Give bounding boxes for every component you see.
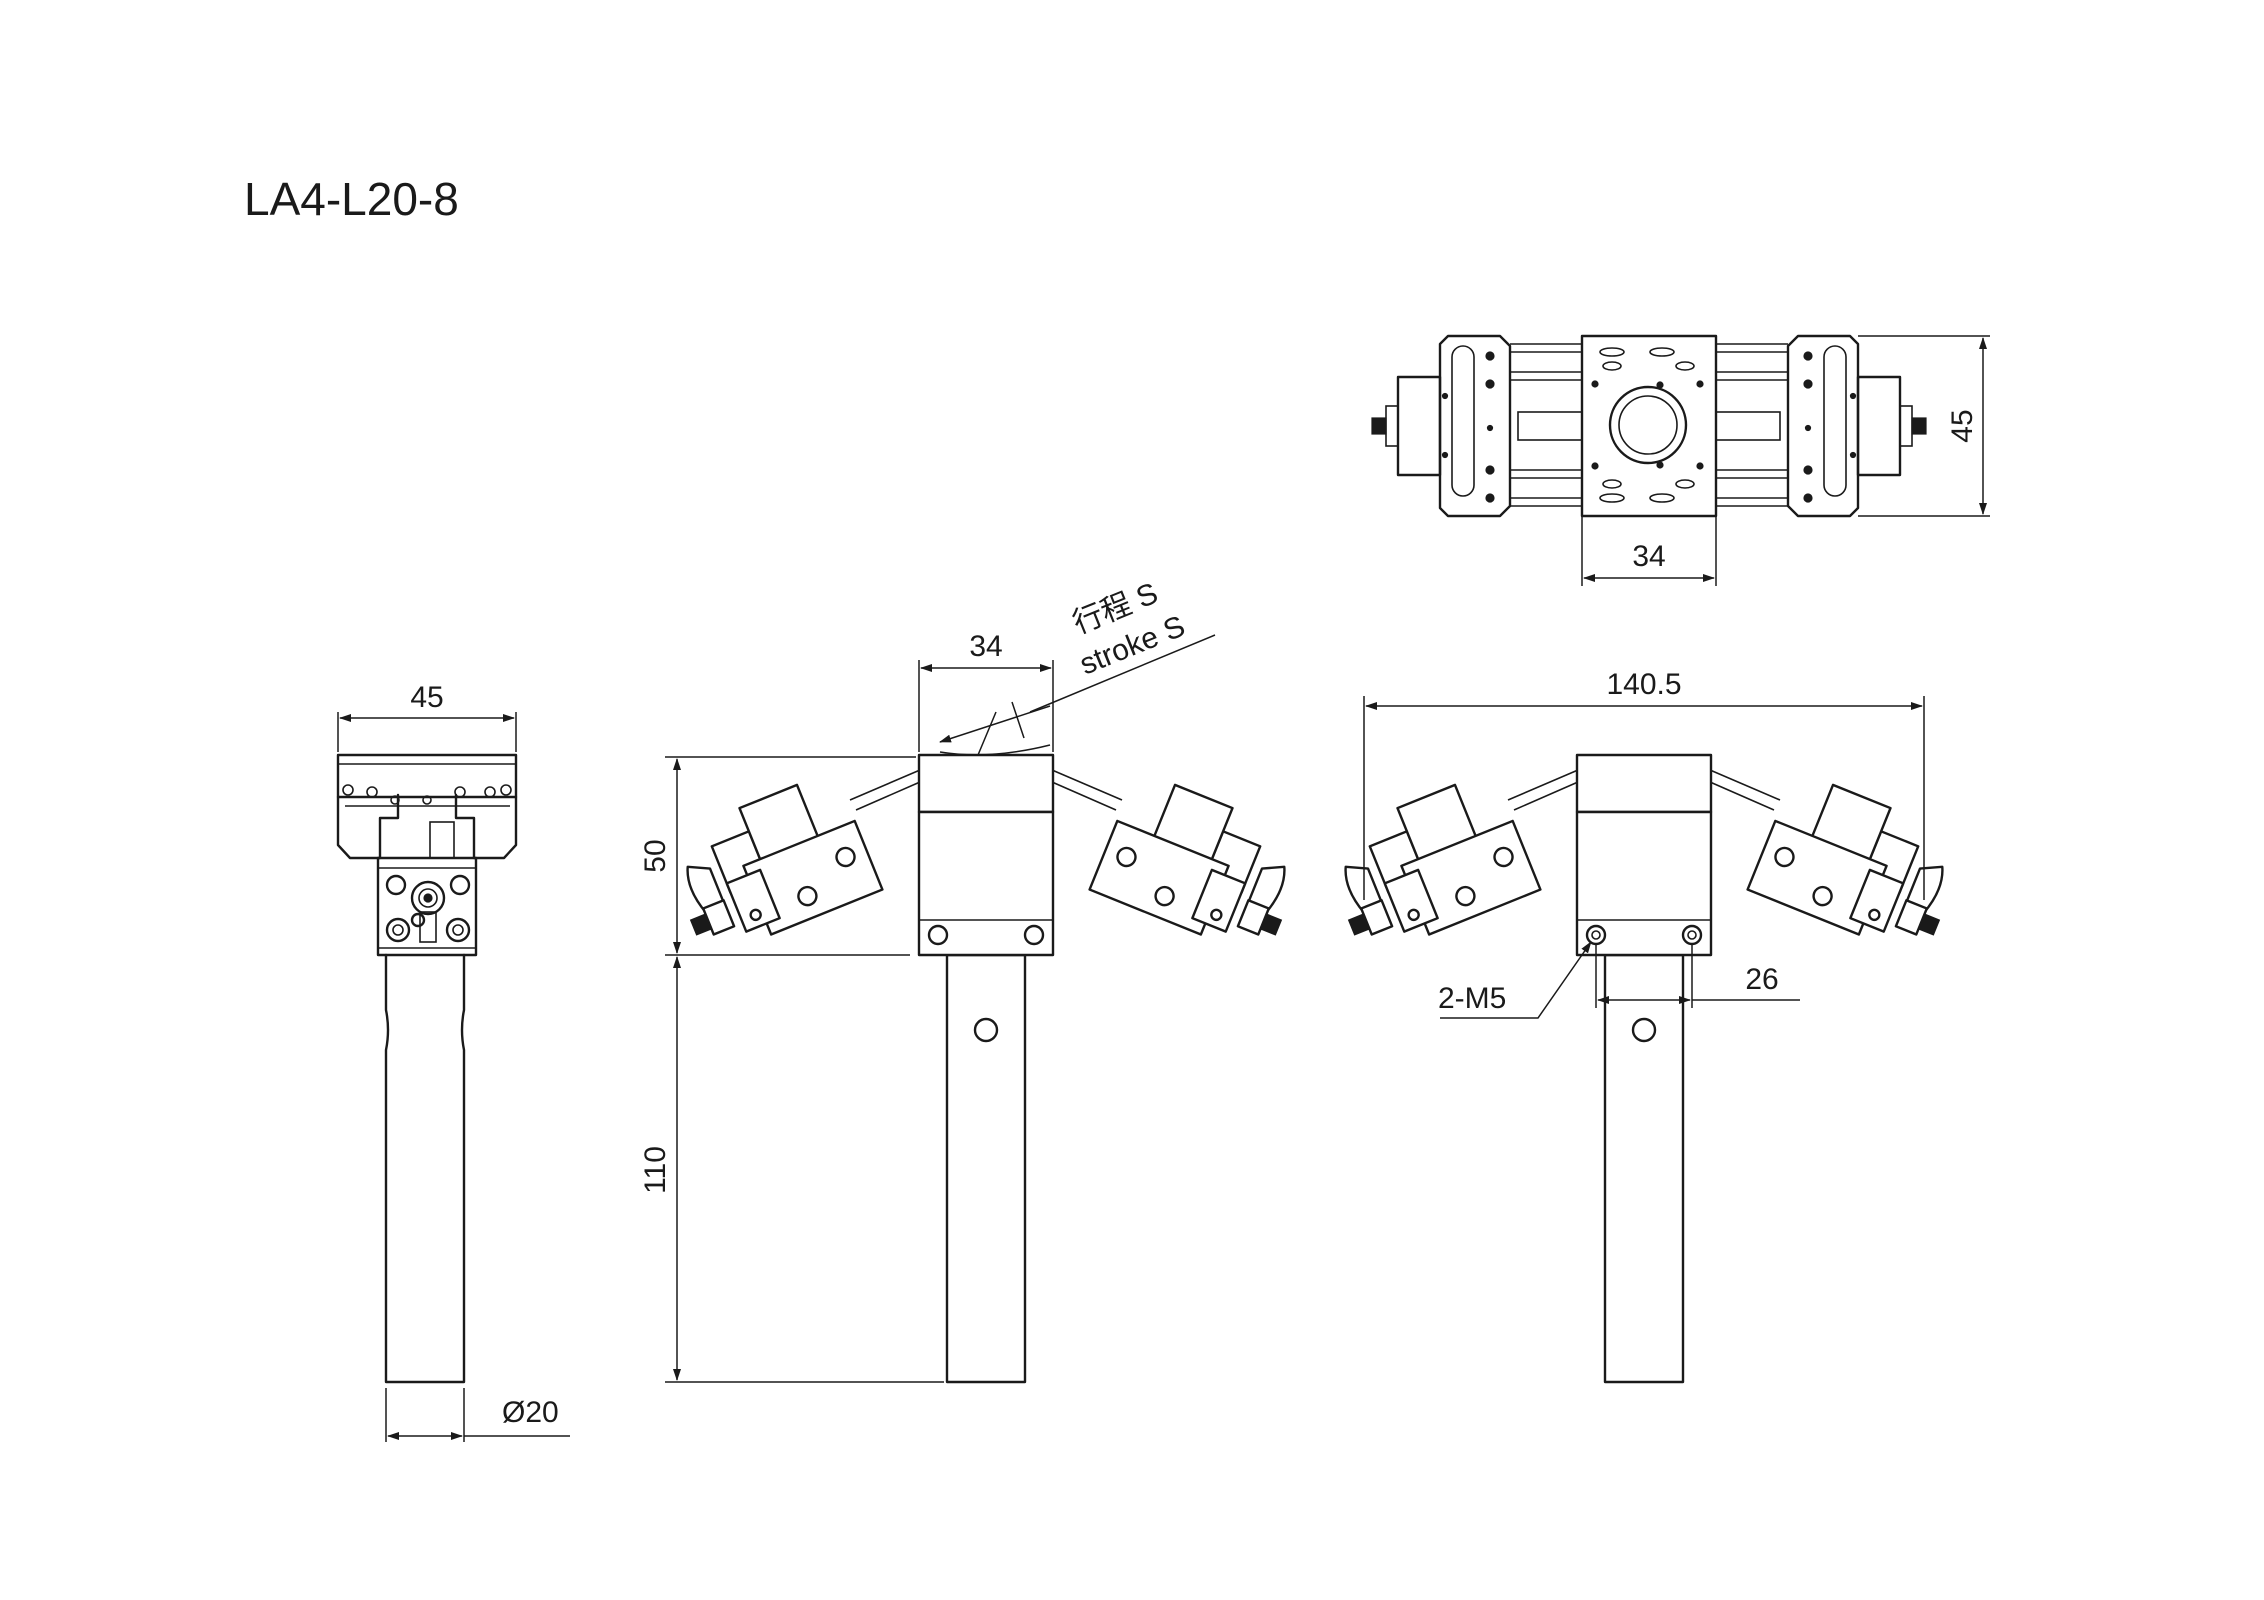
top-view-height-label: 45 [1946, 409, 1979, 442]
drawing-title: LA4-L20-8 [244, 173, 459, 225]
front-view-column-label: 110 [639, 1146, 672, 1194]
top-view: 45 34 [1371, 334, 1990, 586]
thread-label: 2-M5 [1438, 982, 1506, 1015]
front-view-width-label: 34 [969, 630, 1002, 663]
front-view: 34 行程 S stroke S 50 110 [639, 577, 1286, 1384]
overall-width-label: 140.5 [1606, 668, 1681, 701]
front-view-right: 140.5 2-M5 26 [1344, 668, 1944, 1384]
side-view-diameter-label: Ø20 [502, 1396, 559, 1429]
top-view-width-label: 34 [1632, 540, 1665, 573]
hole-spacing-label: 26 [1745, 963, 1778, 996]
front-view-height-label: 50 [639, 839, 672, 872]
side-view: 45 Ø20 [336, 681, 570, 1442]
side-view-width-label: 45 [410, 681, 443, 714]
